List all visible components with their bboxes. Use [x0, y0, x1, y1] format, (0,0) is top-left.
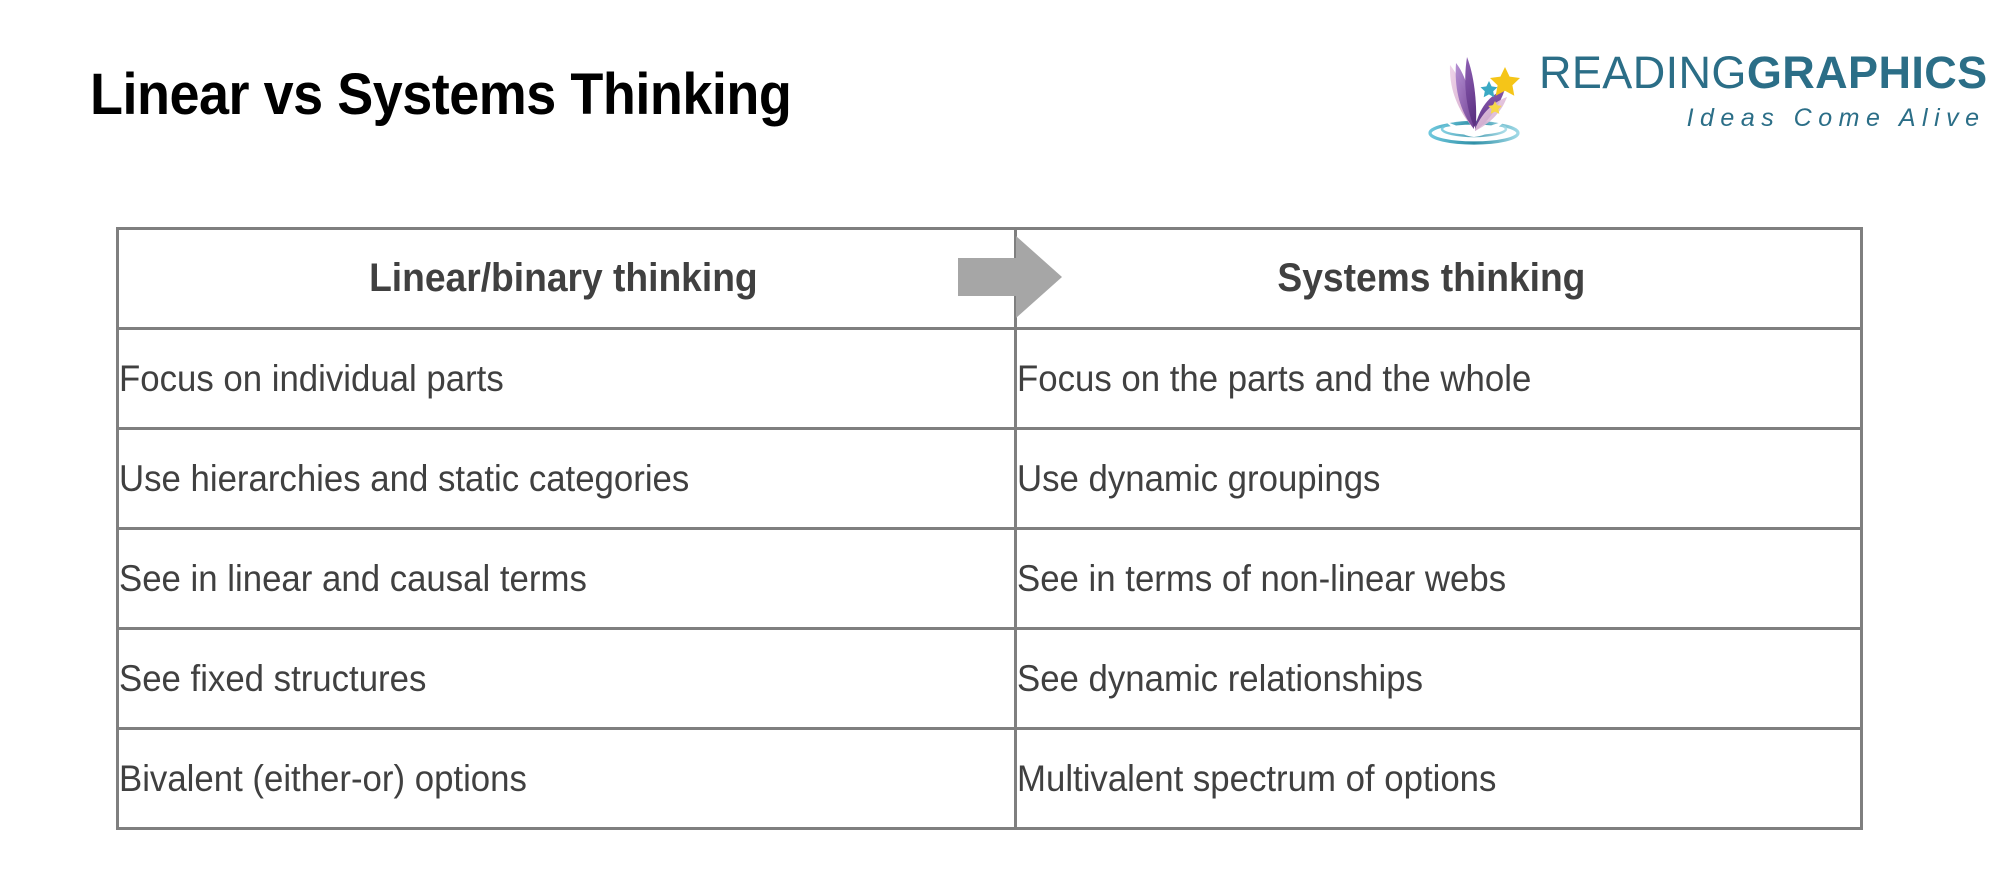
cell-systems-2: Use dynamic groupings: [1014, 427, 1863, 530]
table-row: Bivalent (either-or) options Multivalent…: [116, 727, 1863, 830]
logo-brand-light: READING: [1539, 46, 1747, 98]
table-row: Focus on individual parts Focus on the p…: [116, 327, 1863, 430]
open-book-with-stars-icon: [1425, 41, 1531, 145]
table-row: Use hierarchies and static categories Us…: [116, 427, 1863, 530]
column-header-systems-label: Systems thinking: [1277, 256, 1586, 300]
cell-systems-5: Multivalent spectrum of options: [1014, 727, 1863, 830]
cell-linear-1-text: Focus on individual parts: [119, 357, 504, 399]
page-title: Linear vs Systems Thinking: [90, 62, 792, 127]
logo-brand-bold: GRAPHICS: [1746, 46, 1988, 98]
cell-systems-1-text: Focus on the parts and the whole: [1017, 357, 1532, 399]
cell-systems-1: Focus on the parts and the whole: [1014, 327, 1863, 430]
cell-systems-5-text: Multivalent spectrum of options: [1017, 757, 1497, 799]
cell-linear-2-text: Use hierarchies and static categories: [119, 457, 690, 499]
cell-systems-4-text: See dynamic relationships: [1017, 657, 1423, 699]
cell-linear-5: Bivalent (either-or) options: [116, 727, 1017, 830]
cell-linear-2: Use hierarchies and static categories: [116, 427, 1017, 530]
table-row: See fixed structures See dynamic relatio…: [116, 627, 1863, 730]
cell-linear-3-text: See in linear and causal terms: [119, 557, 587, 599]
column-header-linear-label: Linear/binary thinking: [369, 256, 758, 300]
brand-logo: READINGGRAPHICS Ideas Come Alive: [1425, 36, 1987, 146]
cell-linear-5-text: Bivalent (either-or) options: [119, 757, 527, 799]
cell-systems-3: See in terms of non-linear webs: [1014, 527, 1863, 630]
logo-wordmark: READINGGRAPHICS: [1539, 50, 1988, 95]
column-header-systems: Systems thinking: [1014, 227, 1863, 330]
cell-linear-3: See in linear and causal terms: [116, 527, 1017, 630]
comparison-table: Linear/binary thinking Systems thinking …: [116, 227, 1863, 830]
cell-systems-3-text: See in terms of non-linear webs: [1017, 557, 1507, 599]
cell-linear-4-text: See fixed structures: [119, 657, 427, 699]
cell-systems-4: See dynamic relationships: [1014, 627, 1863, 730]
logo-tagline: Ideas Come Alive: [1686, 103, 1986, 132]
cell-linear-1: Focus on individual parts: [116, 327, 1017, 430]
logo-text-block: READINGGRAPHICS Ideas Come Alive: [1539, 50, 1988, 133]
cell-systems-2-text: Use dynamic groupings: [1017, 457, 1381, 499]
table-row: See in linear and causal terms See in te…: [116, 527, 1863, 630]
table-header-row: Linear/binary thinking Systems thinking: [116, 227, 1863, 330]
column-header-linear: Linear/binary thinking: [116, 227, 1017, 330]
cell-linear-4: See fixed structures: [116, 627, 1017, 730]
